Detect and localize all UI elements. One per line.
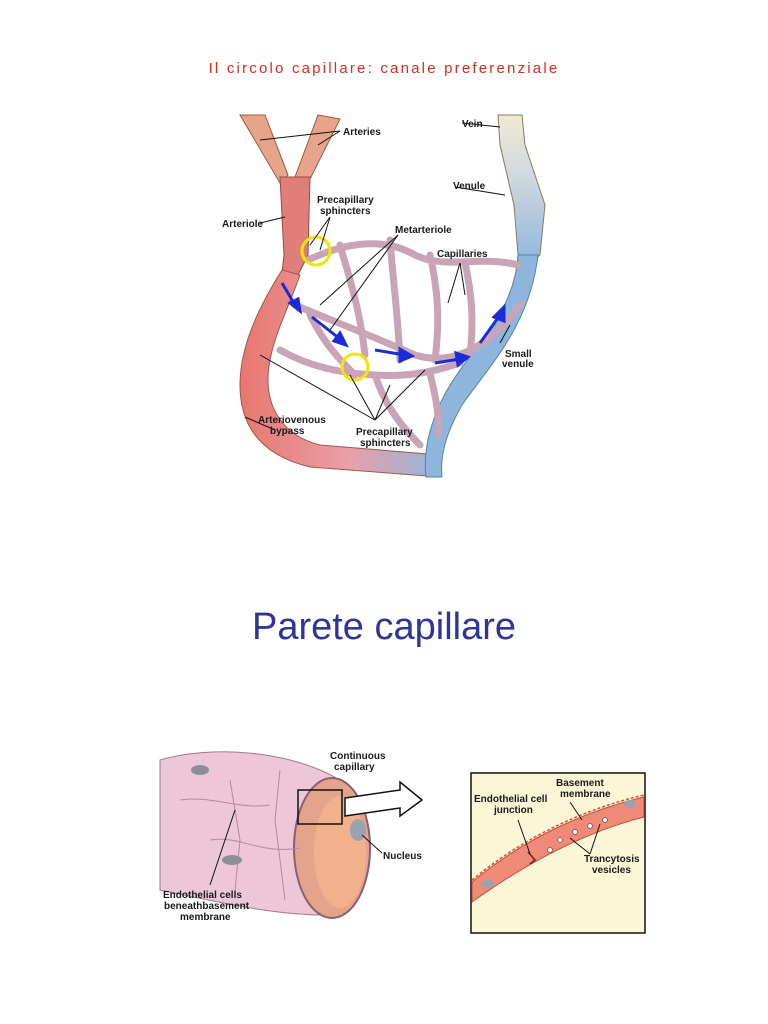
basement-membrane-line: [471, 794, 645, 881]
label-av-bypass-1: Arteriovenous: [258, 415, 326, 426]
label-small-venule-1: Small: [505, 349, 532, 360]
sphincter-highlight-bottom: [340, 352, 370, 382]
capillary-circulation-figure: Arteries Vein Venule Arteriole Precapill…: [222, 114, 546, 478]
cell-junction: [527, 851, 537, 865]
cell-nucleus-2: [222, 855, 242, 865]
wall-nucleus: [624, 800, 636, 808]
detail-frame: [470, 772, 646, 934]
lumen-nucleus: [350, 819, 366, 841]
label-trancy-2: vesicles: [592, 865, 631, 876]
label-endo-3: membrane: [180, 912, 231, 923]
leader-endothelial: [209, 809, 236, 886]
artery-branch-right: [294, 114, 341, 184]
label-arteriole: Arteriole: [222, 219, 264, 230]
label-leader-lines: [244, 122, 511, 431]
label-nucleus: Nucleus: [383, 851, 422, 862]
zoom-arrow: [344, 780, 424, 818]
endothelial-cell-borders: [179, 769, 301, 901]
cell-nucleus-1: [191, 765, 209, 775]
main-arteriole-vessel: [239, 269, 441, 478]
capillary-wall-detail-figure: Basement membrane Endothelial cell junct…: [470, 772, 646, 934]
vein-vessel: [497, 114, 546, 266]
label-trancy-1: Trancytosis: [584, 854, 640, 865]
zoom-box: [297, 789, 343, 825]
label-junction-1: Endothelial cell: [474, 794, 548, 805]
label-arteries: Arteries: [343, 127, 381, 138]
label-continuous-1: Continuous: [330, 751, 386, 762]
label-precap-top-1: Precapillary: [317, 195, 374, 206]
label-precap-bottom-1: Precapillary: [356, 427, 413, 438]
label-continuous-2: capillary: [334, 762, 375, 773]
transcytosis-vesicles: [547, 817, 608, 853]
section-title: Parete capillare: [251, 606, 517, 648]
label-metarteriole: Metarteriole: [395, 225, 452, 236]
label-venule: Venule: [453, 181, 486, 192]
label-endo-2: beneathbasement: [164, 901, 250, 912]
wall-nucleus-2: [482, 880, 494, 888]
label-basement-2: membrane: [560, 789, 611, 800]
label-vein: Vein: [462, 119, 483, 130]
label-endo-1: Endothelial cells: [163, 890, 242, 901]
label-small-venule-2: venule: [502, 359, 534, 370]
label-basement-1: Basement: [556, 778, 604, 789]
endothelium-layer: [471, 796, 645, 903]
artery-branch-left: [239, 114, 289, 184]
label-junction-2: junction: [493, 805, 533, 816]
flow-arrows: [280, 282, 506, 368]
label-precap-top-2: sphincters: [320, 206, 371, 217]
detail-leader-lines: [517, 801, 601, 855]
label-av-bypass-2: bypass: [270, 426, 305, 437]
label-precap-bottom-2: sphincters: [360, 438, 411, 449]
continuous-capillary-figure: Continuous capillary Nucleus Endothelial…: [159, 751, 424, 923]
capillary-network: [276, 236, 524, 449]
page-heading: Il circolo capillare: canale preferenzia…: [208, 60, 560, 77]
label-capillaries: Capillaries: [437, 249, 488, 260]
leader-nucleus: [361, 834, 383, 854]
